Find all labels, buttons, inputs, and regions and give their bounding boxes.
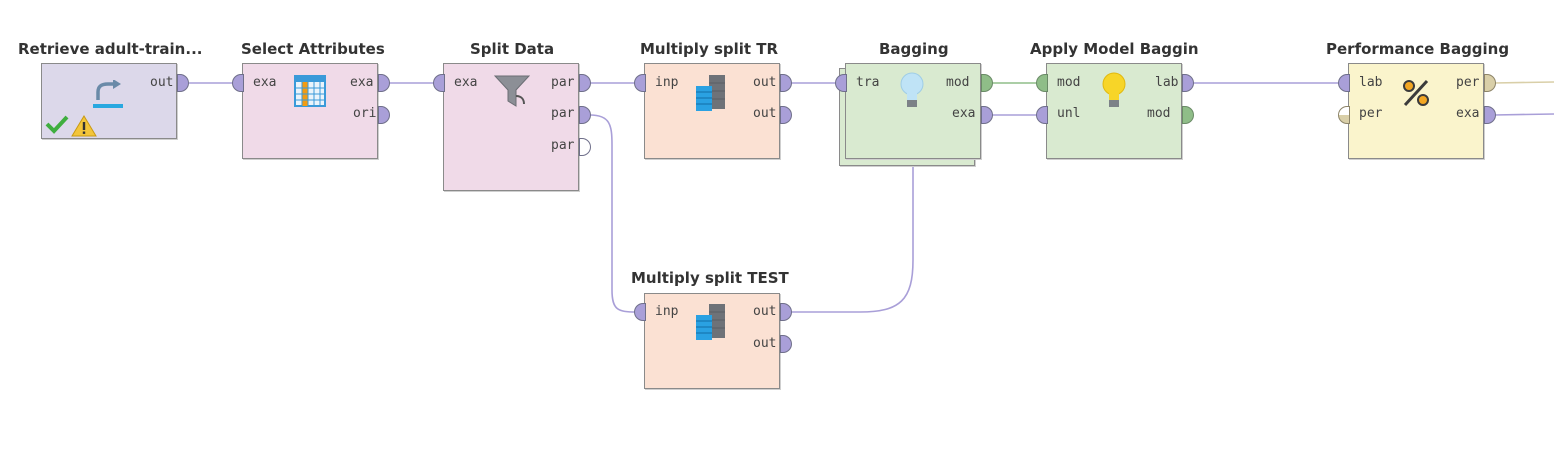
operator-title: Multiply split TEST (631, 269, 789, 287)
input-port[interactable] (634, 74, 646, 92)
input-port[interactable] (634, 303, 646, 321)
input-port[interactable] (232, 74, 244, 92)
warning-icon (71, 115, 97, 141)
operator-box[interactable] (41, 63, 177, 139)
operator-box[interactable] (644, 293, 780, 389)
retrieve-icon (92, 79, 126, 116)
port-label: par (551, 75, 575, 90)
input-port[interactable] (1338, 74, 1350, 92)
multiply-icon (695, 74, 729, 116)
port-label: out (753, 336, 777, 351)
port-label: unl (1057, 106, 1081, 121)
port-label: per (1456, 75, 1480, 90)
lightbulb-icon (1101, 72, 1127, 114)
operator-title: Multiply split TR (640, 40, 779, 58)
input-port[interactable] (433, 74, 445, 92)
connection-performance-per-out (1493, 81, 1554, 84)
filter-icon (493, 74, 531, 112)
port-label: mod (1147, 106, 1171, 121)
port-label: lab (1155, 75, 1179, 90)
connection-split-multiply-test (589, 114, 637, 313)
table-icon (294, 75, 326, 111)
operator-title: Performance Bagging (1326, 40, 1510, 58)
port-label: inp (655, 75, 679, 90)
checkmark-icon (45, 114, 69, 138)
operator-title: Bagging (879, 40, 949, 58)
percent-icon (1401, 78, 1431, 112)
input-port[interactable] (835, 74, 847, 92)
input-port[interactable] (1036, 74, 1048, 92)
port-label: tra (856, 75, 880, 90)
port-label: ori (353, 106, 377, 121)
operator-title: Split Data (470, 40, 555, 58)
port-label: par (551, 138, 575, 153)
port-label: exa (1456, 106, 1480, 121)
multiply-icon (695, 303, 729, 345)
port-label: exa (454, 75, 478, 90)
port-label: per (1359, 106, 1383, 121)
port-label: exa (350, 75, 374, 90)
port-label: out (150, 75, 174, 90)
operator-title: Retrieve adult-train... (18, 40, 203, 58)
port-label: mod (946, 75, 970, 90)
input-port[interactable] (1338, 106, 1350, 124)
lightbulb-icon (899, 72, 925, 114)
port-label: inp (655, 304, 679, 319)
port-label: out (753, 106, 777, 121)
port-label: out (753, 75, 777, 90)
operator-box[interactable] (443, 63, 579, 191)
input-port[interactable] (1036, 106, 1048, 124)
operator-title: Apply Model Baggin (1030, 40, 1199, 58)
port-label: lab (1359, 75, 1383, 90)
port-label: mod (1057, 75, 1081, 90)
port-label: par (551, 106, 575, 121)
port-label: exa (253, 75, 277, 90)
connection-multiply-test-bagging (791, 160, 914, 313)
port-label: out (753, 304, 777, 319)
operator-title: Select Attributes (241, 40, 385, 58)
port-label: exa (952, 106, 976, 121)
connection-performance-exa-out (1493, 113, 1554, 116)
